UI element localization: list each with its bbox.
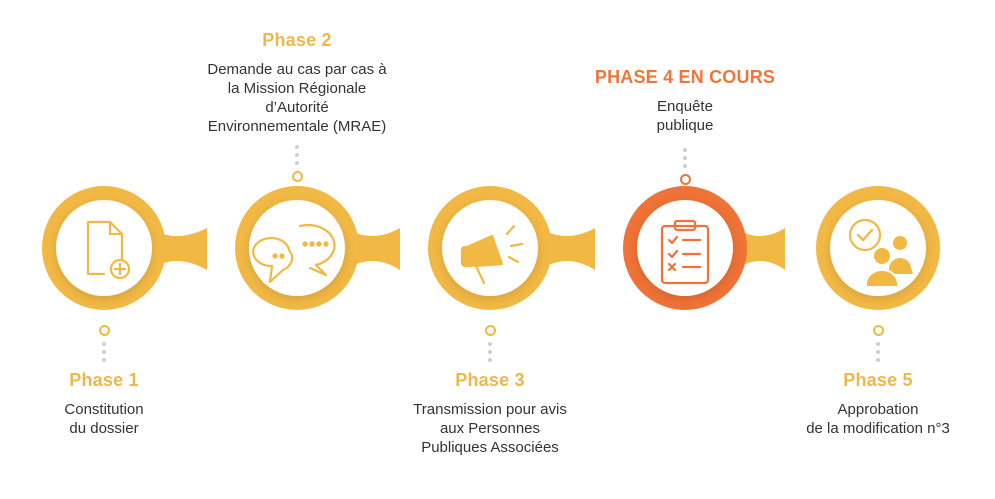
phase-5-description: Approbation de la modification n°3: [806, 401, 950, 437]
connector-4-5: [735, 228, 785, 270]
users-check-icon: [848, 218, 913, 288]
leader-ring: [484, 325, 496, 336]
leader-ring: [679, 174, 691, 185]
phase-node-4: [623, 186, 747, 310]
phase-4-title: PHASE 4 EN COURS: [594, 67, 776, 87]
leader-phase-1: [98, 325, 110, 366]
phase-2-title: Phase 2: [262, 30, 332, 50]
leader-phase-2: [291, 145, 303, 182]
connector-3-4: [540, 228, 595, 270]
document-add-icon: [86, 220, 131, 280]
phase-1-label: Phase 1 Constitution du dossier: [0, 370, 224, 438]
chat-bubbles-icon: [252, 223, 336, 284]
leader-ring: [291, 171, 303, 182]
clipboard-checklist-icon: [660, 219, 710, 285]
phase-3-description: Transmission pour avis aux Personnes Pub…: [413, 401, 567, 456]
phase-2-label: Phase 2 Demande au cas par cas à la Miss…: [177, 30, 417, 136]
phase-3-label: Phase 3 Transmission pour avis aux Perso…: [370, 370, 610, 457]
connector-2-3: [345, 228, 400, 270]
phase-2-description: Demande au cas par cas à la Mission Régi…: [207, 61, 387, 135]
leader-phase-3: [484, 325, 496, 366]
leader-ring: [872, 325, 884, 336]
phase-5-title: Phase 5: [843, 370, 913, 390]
phase-node-1: [42, 186, 166, 310]
phase-5-label: Phase 5 Approbation de la modification n…: [758, 370, 995, 438]
phase-1-description: Constitution du dossier: [64, 401, 144, 437]
phase-4-label: PHASE 4 EN COURS Enquête publique: [565, 67, 805, 135]
phase-1-title: Phase 1: [69, 370, 139, 390]
leader-phase-4: [679, 148, 691, 185]
leader-phase-5: [872, 325, 884, 366]
phase-4-description: Enquête publique: [656, 98, 714, 134]
leader-ring: [98, 325, 110, 336]
phase-3-title: Phase 3: [455, 370, 525, 390]
megaphone-icon: [460, 224, 524, 285]
